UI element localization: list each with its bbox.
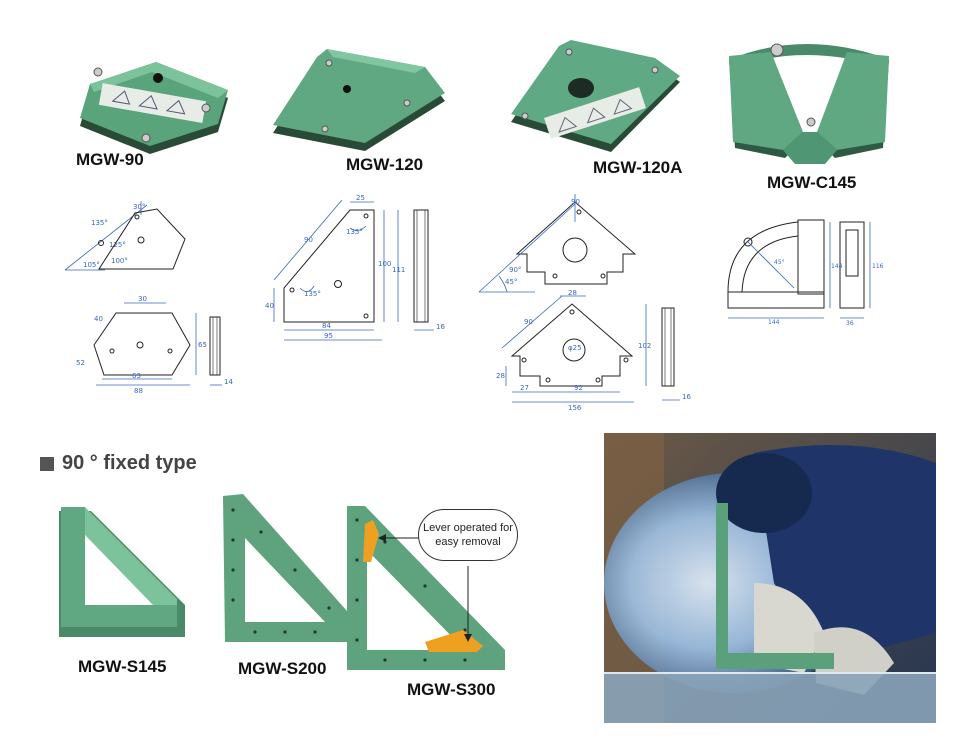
dim-label: 156 — [568, 404, 582, 412]
dim-label: 40 — [94, 315, 103, 323]
dim-label: 90 — [524, 318, 533, 326]
dim-label: 27 — [520, 384, 529, 392]
dim-label: 105° — [83, 261, 100, 269]
dim-label: 90 — [571, 198, 580, 206]
dim-label: 28 — [496, 372, 505, 380]
callout-line2: easy removal — [435, 536, 501, 548]
dim-label: 95 — [324, 332, 333, 340]
mgw90-drawing-top: 135° 125° 100° 105° 30° — [64, 201, 186, 271]
mgw120-label: MGW-120 — [346, 155, 424, 174]
dim-label: 63 — [132, 372, 141, 380]
dim-label: 65 — [198, 341, 207, 349]
callout-line1: Lever operated for — [423, 522, 513, 534]
dim-label: 28 — [568, 289, 577, 297]
mgwc145-drawing: 144 116 144 36 45° — [727, 219, 884, 327]
mgw120a-label: MGW-120A — [593, 158, 683, 177]
dim-label: 135° — [91, 219, 108, 227]
dim-label: 90 — [304, 236, 313, 244]
mgw90-drawing-bottom: 30 40 65 52 63 88 14 — [76, 295, 233, 395]
mgw120a-drawing-top: 90 90° 45° — [478, 194, 637, 293]
dim-label: 111 — [392, 266, 405, 274]
mgw90-label: MGW-90 — [76, 150, 144, 169]
section-title: 90 ° fixed type — [62, 452, 197, 474]
mgws145-label: MGW-S145 — [78, 657, 167, 676]
dim-label: 52 — [76, 359, 85, 367]
dim-label: 16 — [682, 393, 691, 401]
mgw120-photo — [273, 49, 445, 151]
dim-label: 45° — [774, 259, 785, 266]
dim-label: 14 — [224, 378, 233, 386]
dim-label: 144 — [768, 319, 780, 326]
dim-label: 116 — [872, 263, 884, 270]
dim-label: 30 — [138, 295, 147, 303]
dim-label: 92 — [574, 384, 583, 392]
dim-label: 90° — [509, 266, 521, 274]
dim-label: 40 — [265, 302, 274, 310]
dim-label: 45° — [505, 278, 517, 286]
mgws300-label: MGW-S300 — [407, 680, 496, 699]
lever-vertical — [363, 520, 379, 562]
mgw120-drawing: 25 135° 90 100 111 135° 40 84 95 16 — [265, 194, 445, 341]
mgwc145-photo — [729, 43, 889, 164]
dim-label: 36 — [846, 320, 854, 327]
dim-label: 135° — [304, 290, 321, 298]
mgws200-label: MGW-S200 — [238, 659, 327, 678]
mgw90-photo — [80, 62, 228, 154]
dim-label: 88 — [134, 387, 143, 395]
welding-photo — [604, 433, 936, 723]
dim-label: 100 — [378, 260, 391, 268]
mgws200-s300-photo — [223, 494, 505, 670]
mgwc145-label: MGW-C145 — [767, 173, 857, 192]
dim-label: 25 — [356, 194, 365, 202]
dim-label: φ25 — [568, 344, 582, 352]
dim-label: 125° — [109, 241, 126, 249]
dim-label: 144 — [831, 263, 843, 270]
callout-bubble: Lever operated for easy removal — [418, 509, 518, 561]
section-bullet — [40, 457, 54, 471]
dim-label: 135° — [346, 228, 363, 236]
mgw120a-drawing-bottom: 28 90 φ25 102 28 27 92 156 16 — [496, 289, 691, 412]
dim-label: 84 — [322, 322, 331, 330]
mgw120a-photo — [511, 40, 680, 152]
dim-label: 16 — [436, 323, 445, 331]
dim-label: 30° — [133, 203, 145, 211]
dim-label: 100° — [111, 257, 128, 265]
dim-label: 102 — [638, 342, 651, 350]
mgws145-photo — [59, 507, 185, 637]
